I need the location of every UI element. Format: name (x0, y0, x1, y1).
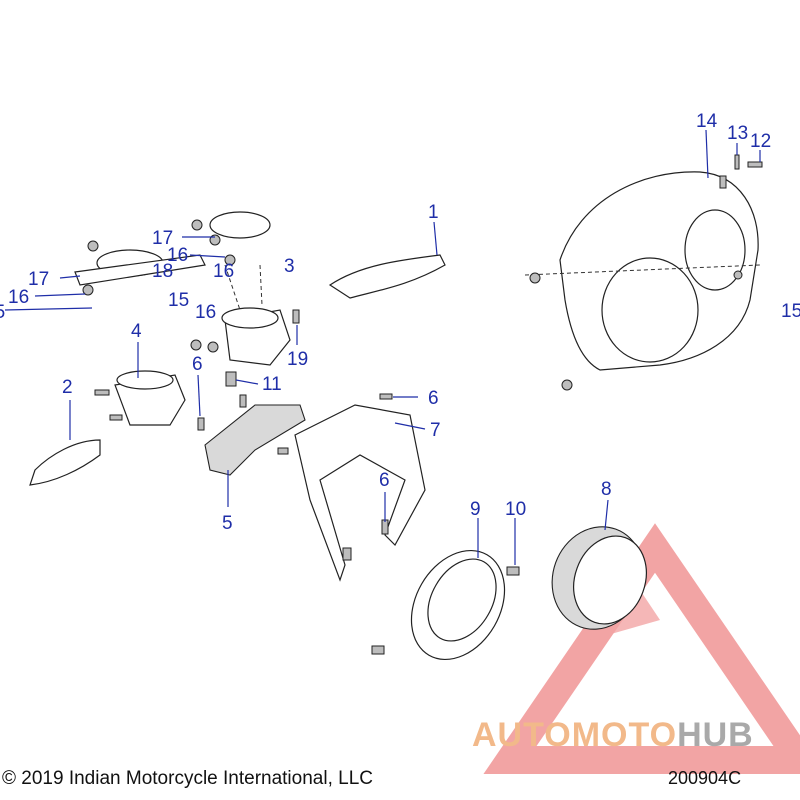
callout-11: 11 (262, 374, 282, 395)
callout-16b: 16 (195, 302, 216, 323)
trim-piece-2 (29, 439, 101, 486)
callout-18: 18 (152, 261, 173, 282)
callout-numbers: 1 2 3 4 5 6 6 6 7 8 9 10 11 12 13 14 15 … (0, 111, 800, 534)
bracket-5 (197, 394, 306, 476)
watermark-text-part1: AUTOMOTO (472, 716, 678, 754)
callout-16c: 16 (8, 287, 29, 308)
callout-4: 4 (131, 321, 142, 342)
callout-13: 13 (727, 123, 748, 144)
bracket-7 (294, 393, 426, 582)
copyright-text: © 2019 Indian Motorcycle International, … (2, 768, 373, 789)
callout-6a: 6 (192, 354, 203, 375)
headlight-bezel-9 (371, 549, 520, 661)
callout-1: 1 (428, 202, 439, 223)
callout-6c: 6 (379, 470, 390, 491)
callout-8: 8 (601, 479, 612, 500)
leader-lines (4, 129, 761, 565)
callout-6b: 6 (428, 388, 439, 409)
callout-14: 14 (696, 111, 718, 132)
callout-17a: 17 (152, 228, 173, 249)
mount-4 (94, 370, 186, 426)
callout-16a: 16 (167, 245, 188, 266)
callout-19: 19 (287, 349, 308, 370)
bracket-11 (225, 371, 237, 387)
reference-number: 200904C (668, 768, 742, 788)
callout-12: 12 (750, 131, 771, 152)
watermark-text-part2: HUB (677, 716, 754, 754)
trim-piece-1 (328, 254, 446, 299)
callout-17b: 17 (28, 269, 49, 290)
handlebar-clamps (74, 211, 271, 296)
switch-housing-3 (190, 264, 300, 366)
callout-3: 3 (284, 256, 295, 277)
fairing-shell (524, 154, 763, 391)
callout-16d: 16 (213, 261, 234, 282)
callout-5: 5 (222, 513, 233, 534)
callout-10: 10 (505, 499, 526, 520)
callout-9: 9 (470, 499, 481, 520)
callout-15c: 15 (0, 302, 5, 323)
callout-15b: 15 (781, 301, 800, 322)
callout-2: 2 (62, 377, 73, 398)
watermark-text: AUTOMOTOHUB (472, 716, 754, 755)
callout-7: 7 (430, 420, 441, 441)
callout-15a: 15 (168, 290, 189, 311)
headlamp-8 (551, 526, 647, 630)
